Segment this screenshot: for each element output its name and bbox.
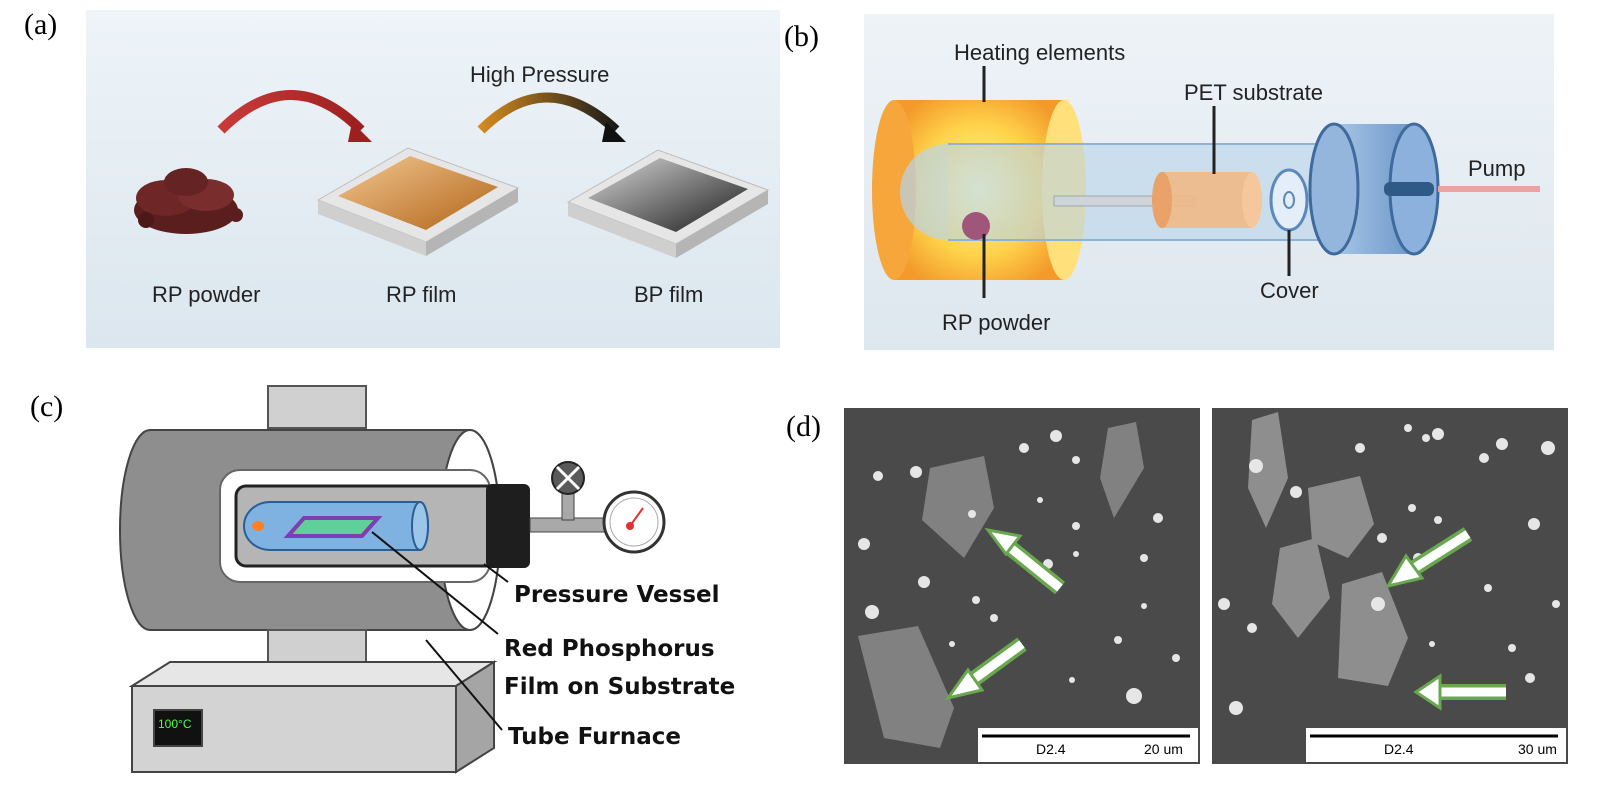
scalebar-panel-left [978, 728, 1198, 762]
label-cover: Cover [1260, 278, 1319, 303]
temperature-display [153, 709, 203, 747]
leader-pressure-vessel [483, 563, 509, 583]
panel-label-d: (d) [786, 410, 821, 443]
leader-rp-film [371, 531, 499, 635]
label-pet-substrate: PET substrate [1184, 80, 1323, 105]
particles-left [858, 430, 1180, 704]
label-rp-film: RP film [386, 282, 457, 307]
bp-film-tray [566, 149, 770, 258]
label-heating-elements: Heating elements [954, 40, 1125, 65]
scalebar-panel-right [1306, 728, 1566, 762]
furnace-base [128, 660, 498, 774]
arrow-left-lower [944, 637, 1027, 701]
arrow-right-lower [1413, 673, 1506, 711]
label-rp-powder-a: RP powder [152, 282, 260, 307]
red-phosphorus-source [252, 521, 264, 531]
label-high-pressure: High Pressure [470, 62, 609, 87]
flakes-right [1248, 412, 1408, 686]
film-on-substrate [283, 516, 383, 538]
arrow-right-upper [1384, 527, 1473, 589]
scale-length-left: 20 um [1144, 741, 1183, 757]
arrow-head-red [348, 122, 372, 142]
arrow-left-upper [984, 527, 1066, 595]
panel-a-diagram: High Pressure RP powder RP film BP film [86, 10, 780, 348]
label-rp-film-line2: Film on Substrate [504, 674, 735, 700]
label-tube-furnace: Tube Furnace [508, 724, 681, 750]
valve-stem [561, 491, 575, 521]
panel-b-diagram: Heating elements PET substrate Pump Cove… [864, 14, 1554, 350]
label-pump: Pump [1468, 156, 1525, 181]
rp-film-tray [316, 147, 520, 256]
panel-label-c: (c) [30, 390, 64, 423]
label-bp-film: BP film [634, 282, 703, 307]
scale-code-right: D2.4 [1384, 741, 1414, 757]
sem-image-left: D2.4 20 um [844, 408, 1200, 764]
scale-code-left: D2.4 [1036, 741, 1066, 757]
flakes-left [858, 422, 1144, 748]
panel-c-diagram: 100°C Pressure Vessel Red Phosphorus Fil… [119, 385, 735, 774]
pet-substrate-holder [1152, 172, 1262, 228]
temperature-display-text: 100°C [158, 717, 192, 731]
curved-arrow-red [217, 90, 365, 134]
cover-disc [1269, 168, 1309, 232]
label-rp-film-line1: Red Phosphorus [504, 636, 715, 662]
furnace-bottom-support [267, 629, 367, 665]
leader-tube-furnace [425, 639, 503, 731]
curved-arrow-orange-black [477, 92, 620, 134]
scale-length-right: 30 um [1518, 741, 1557, 757]
pressure-gauge-icon [602, 490, 666, 554]
pump-cap [1308, 122, 1440, 256]
panel-label-a: (a) [24, 8, 58, 41]
sem-image-right: D2.4 30 um [1212, 408, 1568, 764]
panel-label-b: (b) [784, 20, 819, 53]
valve-icon [551, 461, 585, 495]
label-rp-powder-b: RP powder [942, 310, 1050, 335]
rp-powder-pile [134, 168, 243, 234]
rp-powder-dot [962, 212, 990, 240]
arrow-head-black [602, 122, 626, 142]
furnace-top-support [267, 385, 367, 429]
label-pressure-vessel: Pressure Vessel [514, 582, 720, 608]
